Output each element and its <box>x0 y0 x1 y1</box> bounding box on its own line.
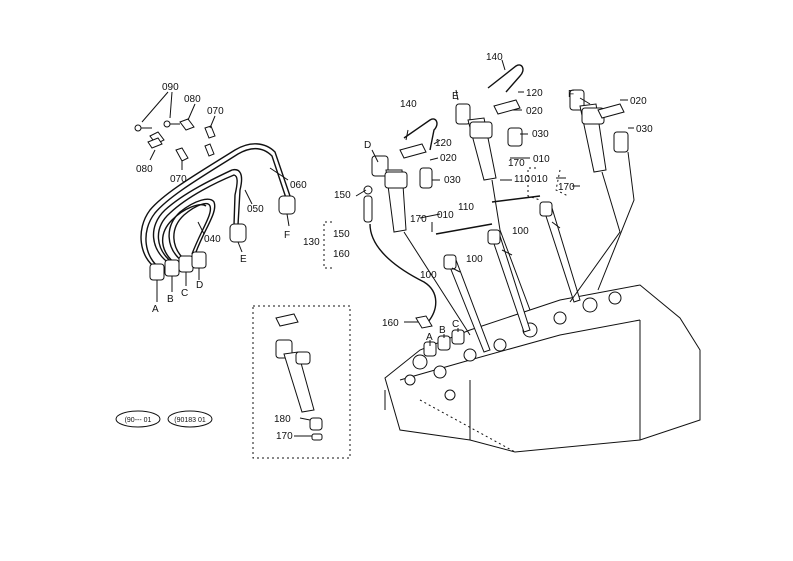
label-pipe-c: C <box>181 288 188 299</box>
label-160-group: 160 <box>333 249 350 260</box>
label-070-top: 070 <box>207 106 224 117</box>
label-injector-f: F <box>568 89 574 100</box>
serial-badge-2: (90183 01 <box>167 410 213 428</box>
label-020-right: 020 <box>630 96 647 107</box>
label-110-left: 110 <box>458 202 474 213</box>
leak-pipe-110a <box>435 223 493 235</box>
nozzle-holder-3 <box>539 201 581 303</box>
injector-e <box>455 99 531 311</box>
label-fitting-b: B <box>439 325 446 336</box>
label-080-bottom: 080 <box>136 164 153 175</box>
label-010-right: 010 <box>531 174 548 185</box>
injection-pipes-group <box>134 91 296 302</box>
label-pipe-b: B <box>167 294 174 305</box>
engine-cylinder-head <box>384 284 701 453</box>
injector-d <box>371 143 471 336</box>
pipe-fitting-f <box>278 195 296 227</box>
label-130: 130 <box>303 237 320 248</box>
clamp-leader-lines <box>141 91 216 170</box>
label-120-right: 120 <box>526 88 543 99</box>
label-020-centre: 020 <box>526 106 543 117</box>
right-leader-lines <box>355 59 634 346</box>
label-020-left: 020 <box>440 153 457 164</box>
pipe-clamp-plates <box>147 118 216 162</box>
serial-badge-1-text: (90--- 01 <box>125 417 152 424</box>
label-fitting-c: C <box>452 319 459 330</box>
label-170-right: 170 <box>558 182 575 193</box>
inset-injector <box>275 313 323 441</box>
label-pipe-f: F <box>284 230 290 241</box>
label-pipe-d: D <box>196 280 203 291</box>
return-pipe-140b <box>487 64 524 93</box>
label-150: 150 <box>334 190 351 201</box>
label-140-left: 140 <box>400 99 417 110</box>
part-labels: 090 080 070 080 070 060 050 040 A B C D … <box>136 52 653 442</box>
nozzle-holder-2 <box>487 229 531 333</box>
label-pipe-e: E <box>240 254 247 265</box>
inset-detail-box <box>252 305 351 459</box>
label-030-centre: 030 <box>532 129 549 140</box>
leak-pipe-110b <box>491 195 541 203</box>
label-100-right: 100 <box>512 226 529 237</box>
label-010-centre: 010 <box>533 154 550 165</box>
pipe-clamp-bolt <box>134 120 180 132</box>
nozzle-holder-1 <box>443 254 491 353</box>
label-170-left: 170 <box>410 214 427 225</box>
leak-hose-160 <box>363 185 437 329</box>
label-injector-d: D <box>364 140 371 151</box>
serial-badge-2-text: (90183 01 <box>174 417 206 424</box>
head-detail-bumps <box>404 291 622 401</box>
label-150-group: 150 <box>333 229 350 240</box>
label-100-centre: 100 <box>466 254 483 265</box>
injector-f <box>569 89 635 303</box>
label-170-inset: 170 <box>276 431 293 442</box>
serial-badge-1: (90--- 01 <box>115 410 161 428</box>
label-030-right: 030 <box>636 124 653 135</box>
pipe-fittings-abcd <box>149 251 207 281</box>
label-pipe-a: A <box>152 304 159 315</box>
label-030-left: 030 <box>444 175 461 186</box>
return-pipe-140a <box>403 118 438 151</box>
label-070-bottom: 070 <box>170 174 187 185</box>
label-injector-e: E <box>452 91 459 102</box>
label-080-top: 080 <box>184 94 201 105</box>
label-110-centre: 110 <box>514 174 530 185</box>
label-010-left: 010 <box>437 210 454 221</box>
label-040: 040 <box>204 234 221 245</box>
label-090: 090 <box>162 82 179 93</box>
label-120-left: 120 <box>435 138 452 149</box>
label-100-left: 100 <box>420 270 437 281</box>
label-170-centre: 170 <box>508 158 525 169</box>
label-060: 060 <box>290 180 307 191</box>
label-140-right: 140 <box>486 52 503 63</box>
label-160: 160 <box>382 318 399 329</box>
bracket-130 <box>323 221 332 269</box>
engine-fittings-abc <box>423 329 465 357</box>
label-fitting-a: A <box>426 332 433 343</box>
label-050: 050 <box>247 204 264 215</box>
label-180: 180 <box>274 414 291 425</box>
pipe-fitting-e <box>229 223 247 253</box>
